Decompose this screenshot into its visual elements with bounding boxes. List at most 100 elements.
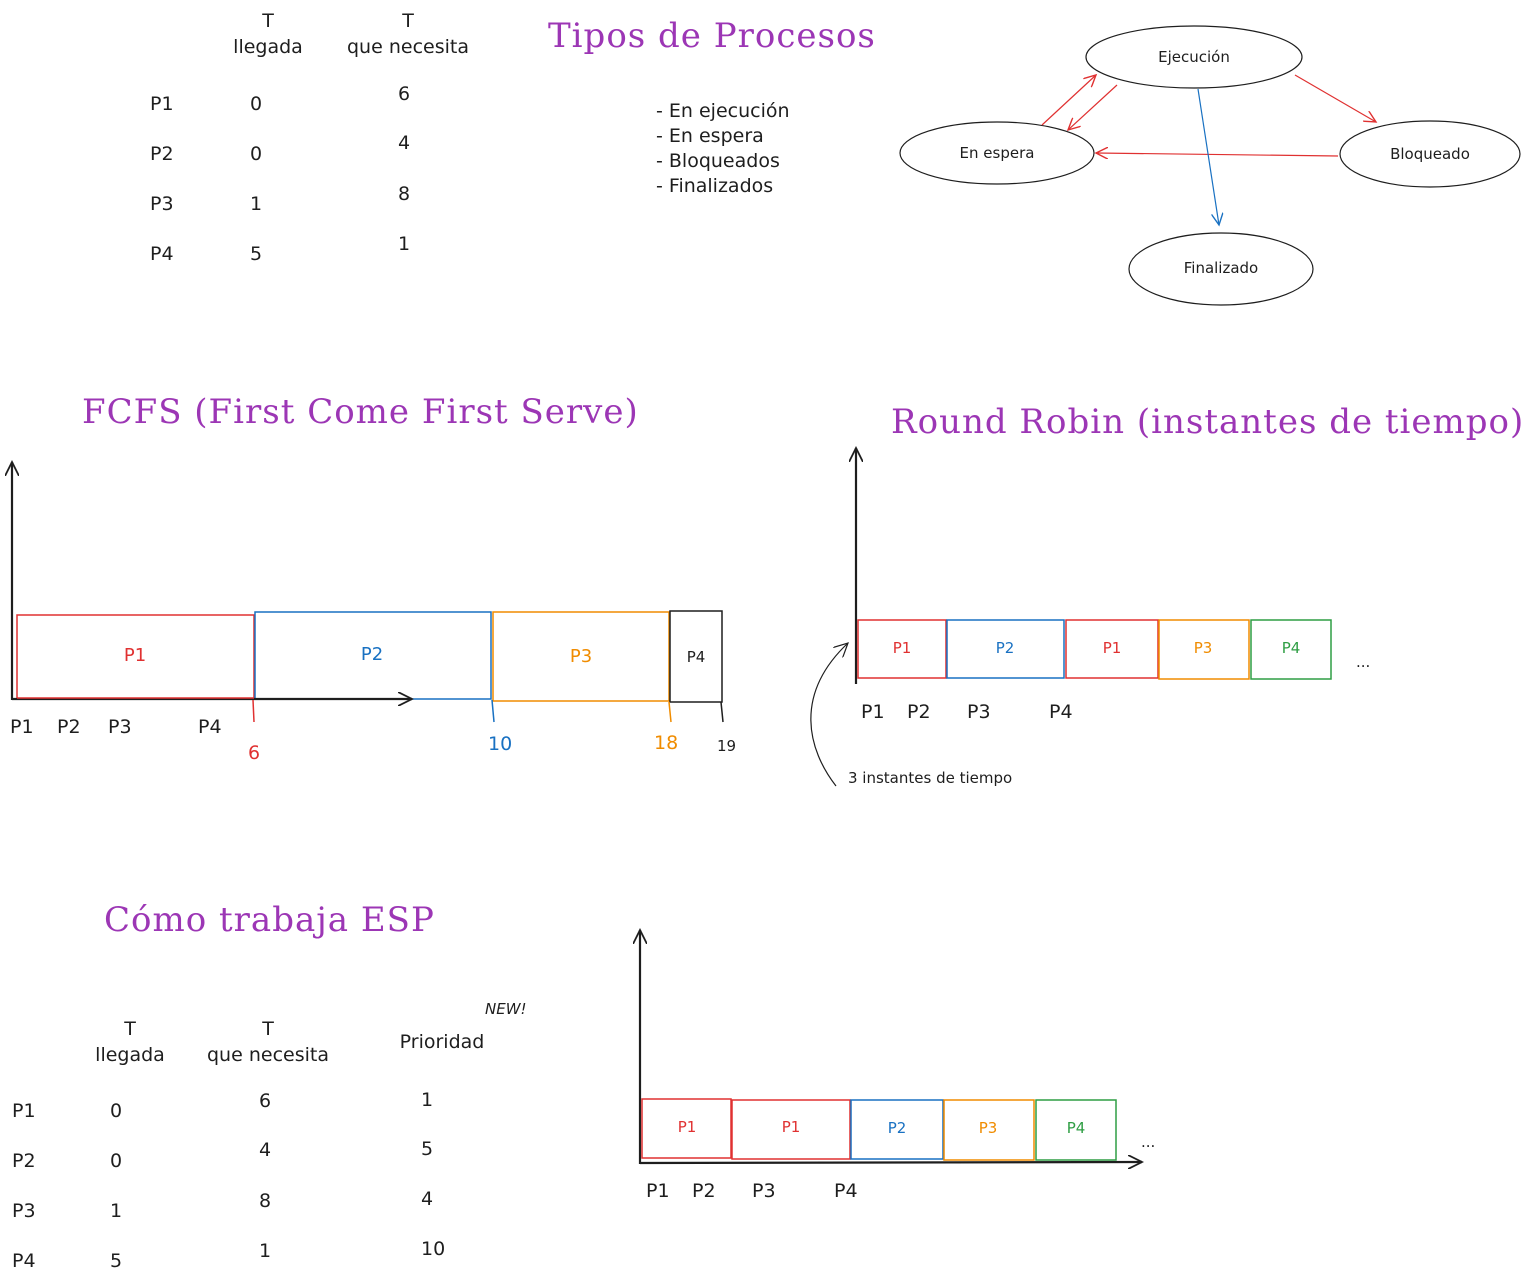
fcfs-tick-18 (668, 701, 672, 723)
tipos-item: - En ejecución (656, 100, 790, 122)
esp-header-priority: Prioridad (399, 1031, 485, 1053)
fcfs-time-label: 19 (717, 737, 736, 755)
rr-arrival-label: P4 (1049, 701, 1073, 723)
esp-row-name: P2 (12, 1150, 36, 1172)
table1-row-need: 4 (398, 132, 411, 154)
fcfs-arrival-label: P1 (10, 716, 34, 738)
table1-row-name: P3 (150, 193, 174, 215)
table1-row-arrival: 1 (250, 193, 263, 215)
fcfs-block-p3 (492, 611, 670, 702)
state-diagram: Ejecución En espera Bloqueado Finalizado (899, 25, 1521, 306)
tipos-item: - Finalizados (656, 175, 774, 197)
table1-row-arrival: 0 (250, 143, 263, 165)
rr-arrival-label: P1 (861, 701, 885, 723)
rr-block-p3 (1158, 619, 1250, 680)
rr-block-p1b (1065, 619, 1159, 679)
fcfs-arrival-label: P2 (57, 716, 81, 738)
table1-row-arrival: 0 (250, 93, 263, 115)
esp-block-p1 (641, 1098, 732, 1159)
esp-block-p1b-label: P1 (782, 1118, 801, 1136)
table1-row-name: P4 (150, 243, 174, 265)
state-bloqueado-label: Bloqueado (1390, 145, 1470, 163)
arrow-ejecucion-to-espera (1068, 84, 1118, 130)
esp-block-p2 (850, 1099, 944, 1160)
esp-row-arrival: 5 (110, 1250, 123, 1272)
esp-row-arrival: 0 (110, 1150, 123, 1172)
esp-block-p1-label: P1 (678, 1118, 697, 1136)
esp-new-tag: NEW! (485, 1000, 527, 1018)
table1-row-name: P2 (150, 143, 174, 165)
fcfs-time-label: 6 (248, 742, 260, 764)
esp-row-name: P1 (12, 1100, 36, 1122)
esp-row-priority: 1 (421, 1089, 434, 1111)
fcfs-arrival-label: P3 (108, 716, 132, 738)
rr-note: 3 instantes de tiempo (848, 769, 1012, 787)
fcfs-block-p1-label: P1 (124, 645, 146, 666)
esp-block-p4 (1035, 1099, 1117, 1161)
esp-arrival-label: P4 (834, 1180, 858, 1202)
fcfs-time-label: 10 (488, 733, 512, 755)
rr-block-p2-label: P2 (996, 639, 1015, 657)
state-espera-label: En espera (960, 144, 1035, 162)
esp-arrival-label: P1 (646, 1180, 670, 1202)
esp-block-p4-label: P4 (1067, 1119, 1086, 1137)
esp-row-need: 1 (259, 1240, 272, 1262)
esp-arrival-label: P3 (752, 1180, 776, 1202)
esp-row-priority: 10 (421, 1238, 446, 1260)
arrow-ejecucion-to-bloqueado (1294, 74, 1376, 122)
arrow-ejecucion-to-finalizado (1197, 88, 1219, 225)
rr-arrival-label: P2 (907, 701, 931, 723)
tipos-item: - En espera (656, 125, 764, 147)
fcfs-block-p2-label: P2 (361, 644, 383, 665)
fcfs-block-p4 (669, 610, 723, 703)
table1-row-need: 8 (398, 183, 411, 205)
esp-row-name: P3 (12, 1200, 36, 1222)
esp-arrival-label: P2 (692, 1180, 716, 1202)
fcfs-tick-10 (491, 699, 495, 723)
state-ejecucion (1085, 25, 1303, 89)
esp-x-axis (639, 1162, 1142, 1163)
esp-row-arrival: 1 (110, 1200, 123, 1222)
table1-row-arrival: 5 (250, 243, 263, 265)
rr-block-p4-label: P4 (1282, 639, 1301, 657)
rr-block-p4 (1250, 619, 1332, 680)
state-finalizado (1128, 232, 1314, 306)
rr-chart: P1 P2 P1 P3 P4 ... P1 P2 P3 P4 3 instant… (810, 440, 1370, 787)
fcfs-chart: P1 P2 P3 P4 P1 P2 P3 P4 6 10 18 19 (0, 450, 736, 764)
rr-block-p1b-label: P1 (1103, 639, 1122, 657)
tipos-title: Tipos de Procesos (548, 16, 876, 56)
fcfs-block-p4-label: P4 (687, 648, 706, 666)
fcfs-tick-6 (252, 699, 255, 723)
esp-row-arrival: 0 (110, 1100, 123, 1122)
esp-title: Cómo trabaja ESP (104, 900, 435, 940)
rr-block-p2 (946, 619, 1065, 679)
esp-row-priority: 4 (421, 1188, 434, 1210)
rr-block-p1-label: P1 (893, 639, 912, 657)
esp-row-need: 6 (259, 1090, 272, 1112)
rr-block-p1 (857, 619, 947, 679)
rr-title: Round Robin (instantes de tiempo) (891, 402, 1525, 442)
esp-block-p1b (731, 1099, 851, 1160)
esp-block-p2-label: P2 (888, 1119, 907, 1137)
rr-block-p3-label: P3 (1194, 639, 1213, 657)
state-espera (899, 121, 1095, 185)
fcfs-title: FCFS (First Come First Serve) (82, 392, 639, 432)
rr-ellipsis: ... (1356, 653, 1370, 671)
fcfs-block-p3-label: P3 (570, 646, 592, 667)
esp-block-p3 (943, 1099, 1035, 1161)
tipos-item: - Bloqueados (656, 150, 780, 172)
rr-note-arrow (810, 643, 848, 787)
esp-chart: P1 P1 P2 P3 P4 ... P1 P2 P3 P4 (620, 920, 1155, 1202)
fcfs-time-label: 18 (654, 732, 678, 754)
table1-row-need: 1 (398, 233, 411, 255)
esp-row-need: 8 (259, 1190, 272, 1212)
esp-ellipsis: ... (1141, 1133, 1155, 1151)
esp-row-name: P4 (12, 1250, 36, 1272)
esp-row-priority: 5 (421, 1138, 434, 1160)
table1-row-name: P1 (150, 93, 174, 115)
tipos-list: - En ejecución - En espera - Bloqueados … (656, 99, 790, 199)
